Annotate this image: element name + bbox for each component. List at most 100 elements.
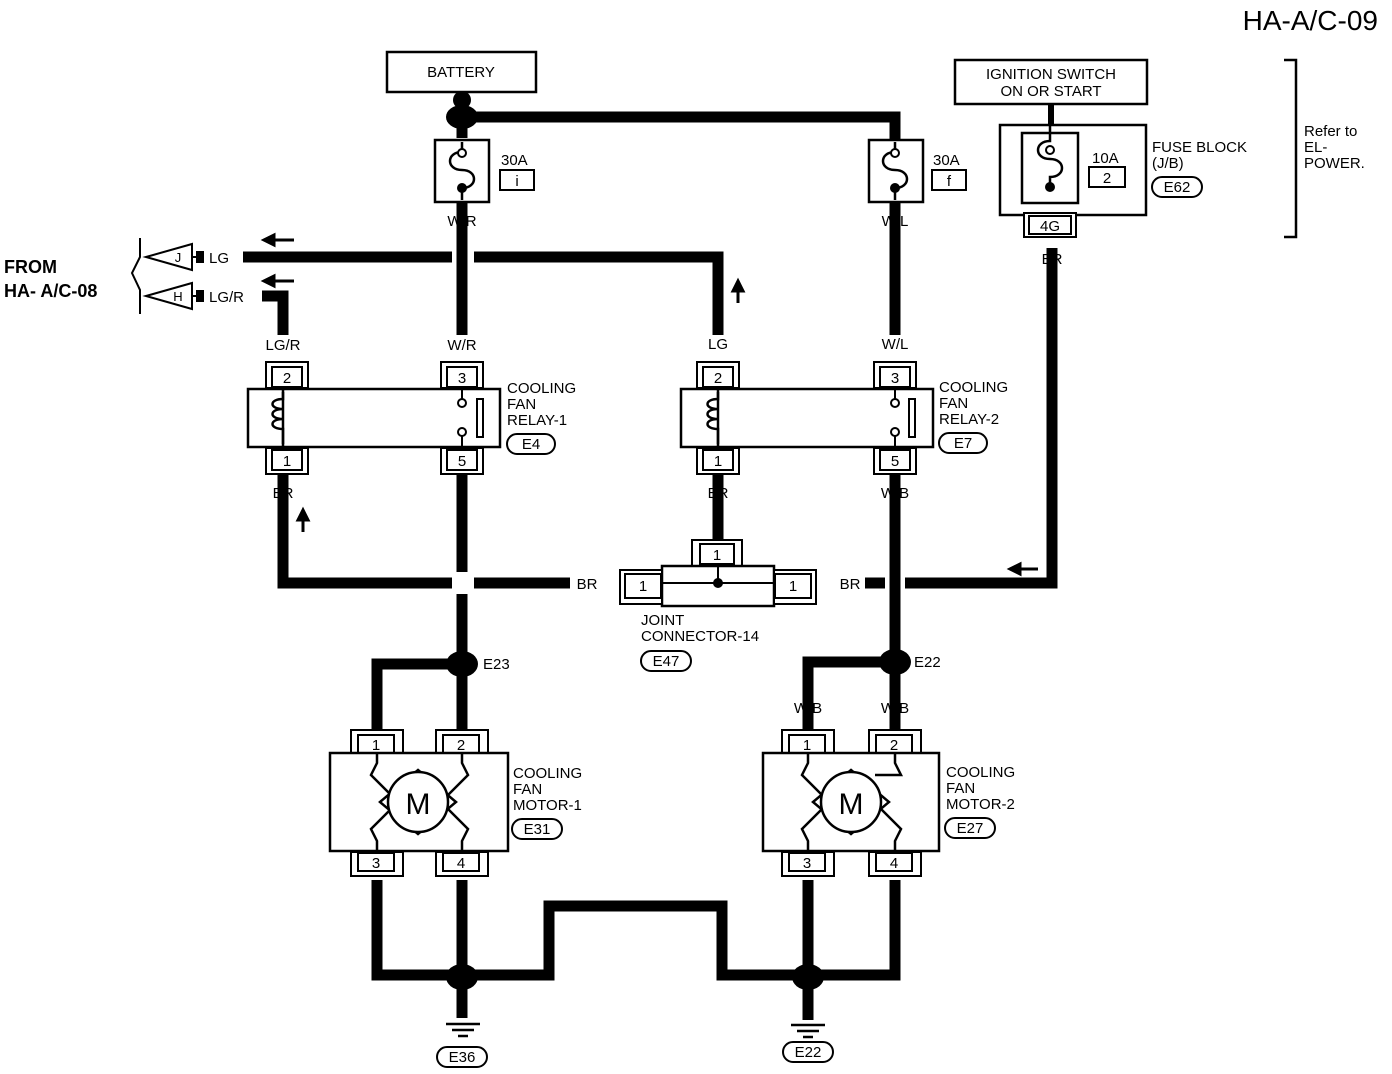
motor2-label-3: MOTOR-2 xyxy=(946,796,1015,813)
ignition-label-2: ON OR START xyxy=(1000,83,1101,100)
joint-label-1: JOINT xyxy=(641,612,684,629)
fuse-1-rating: 30A xyxy=(501,152,528,169)
wire-b-1: B xyxy=(372,891,382,908)
splice-e23 xyxy=(446,651,478,677)
relay1-pin-tr: 3 xyxy=(458,370,466,387)
relay2-label-3: RELAY-2 xyxy=(939,411,999,428)
ground-1-label: E36 xyxy=(449,1049,476,1066)
from-connectors: FROM HA- A/C-08 J H LG LG/R xyxy=(4,238,244,314)
relay2-pin-tr: 3 xyxy=(891,370,899,387)
relay-switch-icon xyxy=(457,389,484,447)
wires xyxy=(243,94,1058,1020)
wire-l-m1-2: L xyxy=(458,701,466,718)
relay2-pin-tl: 2 xyxy=(714,370,722,387)
wire-labels: W/R W/L BR LG/R W/R LG W/L BR L BR W/B B… xyxy=(265,213,1062,718)
fuse-3-id: 2 xyxy=(1103,170,1111,187)
motor1-label-2: FAN xyxy=(513,781,542,798)
wire-w-r-1: W/R xyxy=(447,213,476,230)
ignition-box: IGNITION SWITCH ON OR START xyxy=(953,58,1149,125)
wire-b-2: B xyxy=(457,891,467,908)
refer-line-1: Refer to xyxy=(1304,123,1357,140)
wire-b-10: B xyxy=(890,936,900,953)
motor1-pin-tr: 2 xyxy=(457,737,465,754)
refer-note: Refer to EL- POWER. xyxy=(1284,58,1365,239)
wire-b-8: B xyxy=(717,937,727,954)
arrow-icon xyxy=(295,506,311,532)
cooling-fan-relay-1: 2 3 1 5 COOLING FAN RELAY-1 E4 xyxy=(246,361,576,475)
ground-wire-labels: B B B B B B B B B B xyxy=(372,890,900,954)
relay1-pin-br: 5 xyxy=(458,453,466,470)
joint-conn: E47 xyxy=(653,653,680,670)
motor1-pin-br: 4 xyxy=(457,855,465,872)
motor1-symbol: M xyxy=(406,788,431,821)
refer-line-2: EL- xyxy=(1304,139,1327,156)
arrow-icon xyxy=(260,273,294,289)
relay2-pin-br: 5 xyxy=(891,453,899,470)
relay1-pin-tl: 2 xyxy=(283,370,291,387)
cooling-fan-motor-1: 1 2 M 3 4 COOLING FAN MOTOR-1 E31 xyxy=(328,729,582,877)
from-label-1: FROM xyxy=(4,257,57,277)
wire-b-5: B xyxy=(372,937,382,954)
motor2-pin-bl: 3 xyxy=(803,855,811,872)
joint-connector-14: 1 1 1 JOINT CONNECTOR-14 E47 xyxy=(619,539,817,672)
motor2-pin-br: 4 xyxy=(890,855,898,872)
wire-b-9: B xyxy=(803,936,813,953)
cooling-fan-relay-2: 2 3 1 5 COOLING FAN RELAY-2 E7 xyxy=(679,361,1008,475)
arrows xyxy=(260,232,1038,577)
wire-w-r-relay1: W/R xyxy=(447,337,476,354)
conn-h: H xyxy=(173,289,182,304)
fuse-block-conn: E62 xyxy=(1164,179,1191,196)
arrow-icon xyxy=(260,232,294,248)
motor2-pin-tr: 2 xyxy=(890,737,898,754)
fuse-block-e62: 10A 2 4G FUSE BLOCK (J/B) E62 xyxy=(998,123,1247,238)
motor1-conn: E31 xyxy=(524,821,551,838)
splice-e22-label: E22 xyxy=(914,654,941,671)
wire-lg-r-relay1: LG/R xyxy=(265,337,300,354)
fuse-icon xyxy=(881,142,909,200)
fuse-2-rating: 30A xyxy=(933,152,960,169)
wire-w-l-relay2: W/L xyxy=(882,336,909,353)
fuse-1-id: i xyxy=(515,173,518,190)
relay2-label-1: COOLING xyxy=(939,379,1008,396)
wire-br-relay2: BR xyxy=(708,485,729,502)
arrow-icon xyxy=(1006,561,1038,577)
relay-coil-icon xyxy=(271,389,285,447)
motor2-conn: E27 xyxy=(957,820,984,837)
splice-e22 xyxy=(879,649,911,675)
motor-icon: M xyxy=(369,753,470,851)
connector-triangle-icon xyxy=(142,242,193,272)
splice-e23-label: E23 xyxy=(483,656,510,673)
relay1-label-1: COOLING xyxy=(507,380,576,397)
fuse-30a-f: 30A f xyxy=(867,138,967,204)
wire-w-l-1: W/L xyxy=(882,213,909,230)
joint-label-2: CONNECTOR-14 xyxy=(641,628,759,645)
refer-line-3: POWER. xyxy=(1304,155,1365,172)
wire-b-7: B xyxy=(544,937,554,954)
wire-br-joint-left: BR xyxy=(577,576,598,593)
connector-triangle-icon xyxy=(142,281,193,311)
splices xyxy=(446,91,911,990)
wire-b-3: B xyxy=(803,890,813,907)
wire-b-4: B xyxy=(890,890,900,907)
from-label-2: HA- A/C-08 xyxy=(4,281,97,301)
fuse-block-pin: 4G xyxy=(1040,218,1060,235)
fuse-30a-i: 30A i xyxy=(433,138,535,204)
fuse-block-label-2: (J/B) xyxy=(1152,155,1184,172)
relay1-label-2: FAN xyxy=(507,396,536,413)
motor2-label-2: FAN xyxy=(946,780,975,797)
wire-l-m1-1: L xyxy=(373,701,381,718)
fuse-2-id: f xyxy=(947,173,952,190)
relay1-pin-bl: 1 xyxy=(283,453,291,470)
relay2-pin-bl: 1 xyxy=(714,453,722,470)
relay2-conn: E7 xyxy=(954,435,972,452)
cooling-fan-motor-2: 1 2 M 3 4 COOLING FAN MOTOR-2 E27 xyxy=(761,729,1015,877)
motor2-symbol: M xyxy=(839,788,864,821)
joint-pin-left: 1 xyxy=(639,578,647,595)
fuse-block-label-1: FUSE BLOCK xyxy=(1152,139,1247,156)
wire-w-b-relay2: W/B xyxy=(881,485,909,502)
fuse-icon xyxy=(448,142,476,200)
ground-e22: E22 xyxy=(782,1023,834,1063)
page-id: HA-A/C-09 xyxy=(1243,5,1378,36)
wire-br-relay1: BR xyxy=(273,485,294,502)
